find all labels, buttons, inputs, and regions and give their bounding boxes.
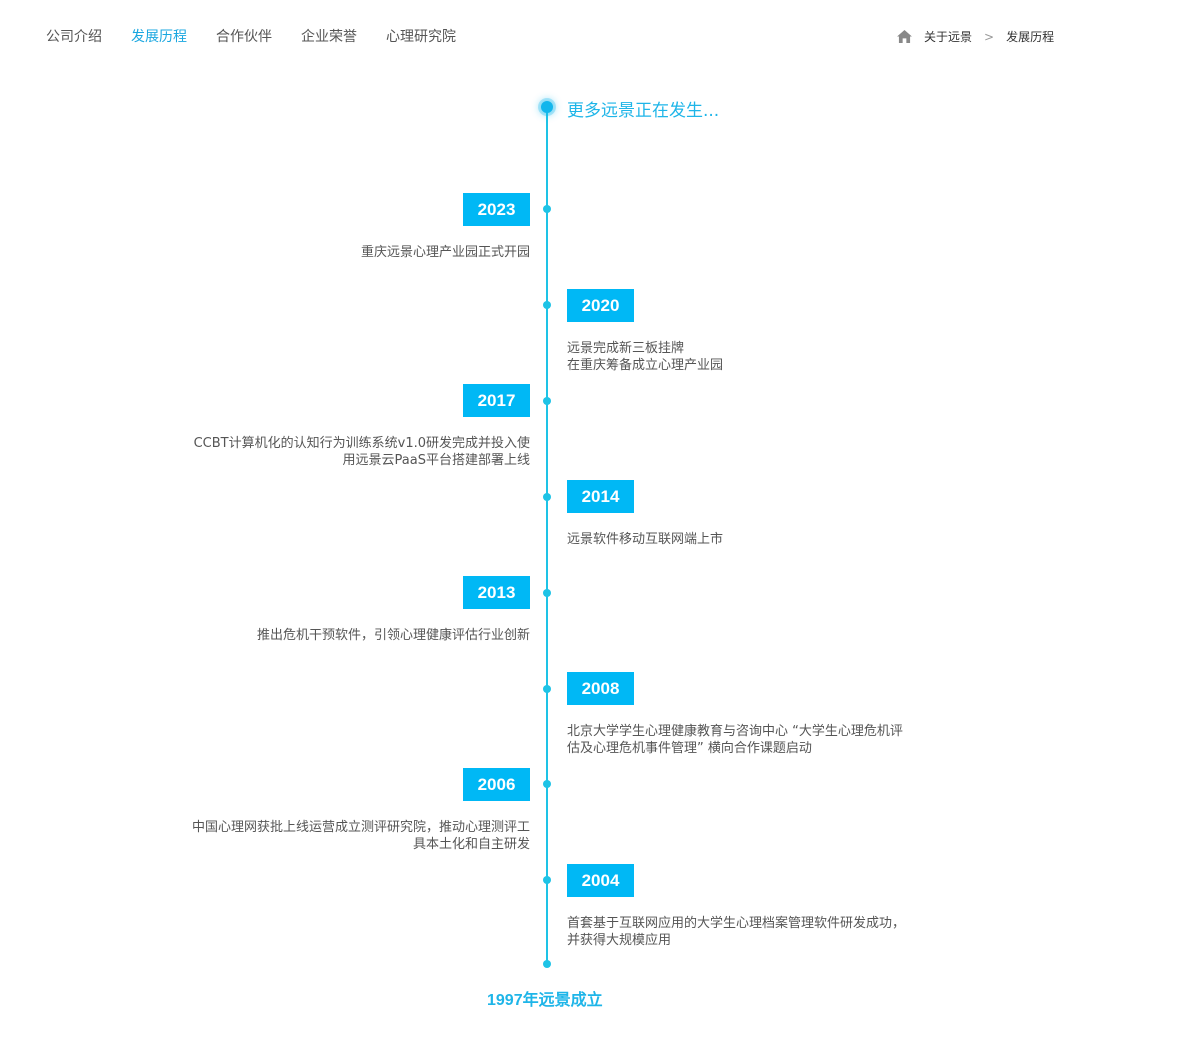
event-description: 远景软件移动互联网端上市 (567, 531, 927, 548)
year-badge: 2020 (567, 289, 634, 322)
breadcrumb-separator: > (984, 29, 995, 44)
year-badge: 2014 (567, 480, 634, 513)
founded-label: 1997年远景成立 (487, 992, 603, 1009)
timeline-dot (543, 780, 551, 788)
timeline-dot (543, 397, 551, 405)
year-badge: 2013 (463, 576, 530, 609)
timeline-dot (543, 589, 551, 597)
event-description: 远景完成新三板挂牌 在重庆筹备成立心理产业园 (567, 340, 927, 374)
tab-honors[interactable]: 企业荣誉 (301, 29, 357, 45)
event-description: 北京大学学生心理健康教育与咨询中心 “大学生心理危机评 估及心理危机事件管理” … (567, 723, 927, 757)
year-badge: 2008 (567, 672, 634, 705)
event-line: 推出危机干预软件，引领心理健康评估行业创新 (256, 628, 530, 643)
event-description: CCBT计算机化的认知行为训练系统v1.0研发完成并投入使 用远景云PaaS平台… (170, 435, 530, 469)
event-description: 中国心理网获批上线运营成立测评研究院，推动心理测评工 具本土化和自主研发 (170, 819, 530, 853)
timeline-head-dot (541, 101, 553, 113)
event-line: 估及心理危机事件管理” 横向合作课题启动 (567, 741, 812, 756)
timeline-head-text: 更多远景正在发生... (567, 101, 720, 121)
breadcrumb-current: 发展历程 (1006, 30, 1055, 44)
breadcrumb-about[interactable]: 关于远景 (924, 30, 973, 44)
timeline-dot (543, 301, 551, 309)
event-line: 首套基于互联网应用的大学生心理档案管理软件研发成功， (567, 916, 906, 931)
year-badge: 2004 (567, 864, 634, 897)
timeline-dot (543, 493, 551, 501)
timeline-dot (543, 205, 551, 213)
timeline-axis (546, 108, 548, 964)
event-line: 用远景云PaaS平台搭建部署上线 (342, 453, 530, 468)
tab-history[interactable]: 发展历程 (131, 29, 187, 45)
timeline-tail-dot (543, 960, 551, 968)
event-description: 推出危机干预软件，引领心理健康评估行业创新 (170, 627, 530, 644)
year-badge: 2006 (463, 768, 530, 801)
tab-partners[interactable]: 合作伙伴 (216, 29, 272, 45)
tab-research-institute[interactable]: 心理研究院 (386, 29, 456, 45)
year-badge: 2017 (463, 384, 530, 417)
event-line: 远景完成新三板挂牌 (567, 341, 685, 356)
event-line: 重庆远景心理产业园正式开园 (360, 245, 530, 260)
event-description: 重庆远景心理产业园正式开园 (170, 244, 530, 261)
breadcrumb: 关于远景 > 发展历程 (897, 28, 1054, 45)
tab-company-intro[interactable]: 公司介绍 (46, 29, 102, 45)
event-line: 远景软件移动互联网端上市 (567, 532, 724, 547)
timeline-dot (543, 876, 551, 884)
event-line: 具本土化和自主研发 (412, 837, 530, 852)
home-icon[interactable] (897, 30, 912, 43)
event-line: 北京大学学生心理健康教育与咨询中心 “大学生心理危机评 (567, 724, 903, 739)
event-description: 首套基于互联网应用的大学生心理档案管理软件研发成功， 并获得大规模应用 (567, 915, 927, 949)
timeline-dot (543, 685, 551, 693)
event-line: 在重庆筹备成立心理产业园 (567, 358, 724, 373)
top-nav: 公司介绍 发展历程 合作伙伴 企业荣誉 心理研究院 (46, 26, 485, 46)
event-line: CCBT计算机化的认知行为训练系统v1.0研发完成并投入使 (193, 436, 530, 451)
event-line: 并获得大规模应用 (567, 933, 672, 948)
event-line: 中国心理网获批上线运营成立测评研究院，推动心理测评工 (191, 820, 530, 835)
year-badge: 2023 (463, 193, 530, 226)
